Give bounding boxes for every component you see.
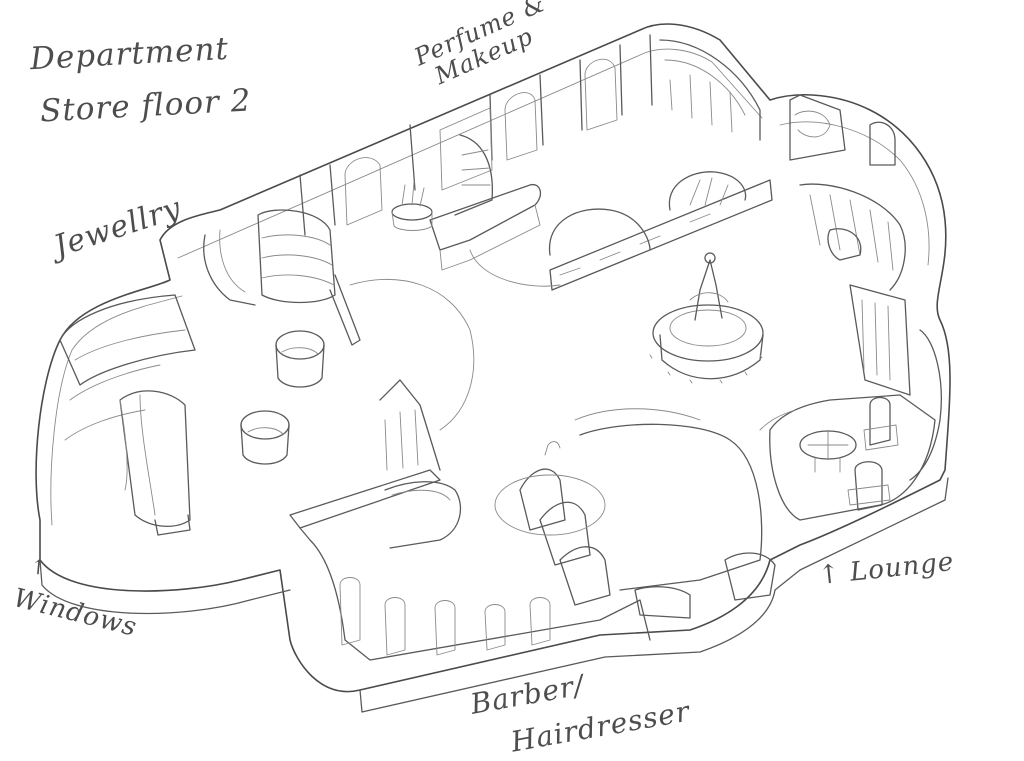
perfume-counters <box>391 134 542 271</box>
lounge-area <box>769 394 936 521</box>
floor-walkways <box>349 249 796 431</box>
left-window-wall <box>59 294 196 536</box>
statue-fountain <box>649 252 764 384</box>
jewellery-displays <box>203 209 361 465</box>
outer-floor-outline <box>35 23 951 713</box>
right-corridor <box>849 284 942 481</box>
central-plant-display <box>548 171 773 291</box>
central-divider <box>289 379 462 549</box>
back-wall-windows <box>299 34 761 236</box>
spiral-staircase <box>789 94 906 291</box>
barber-section <box>299 423 776 661</box>
